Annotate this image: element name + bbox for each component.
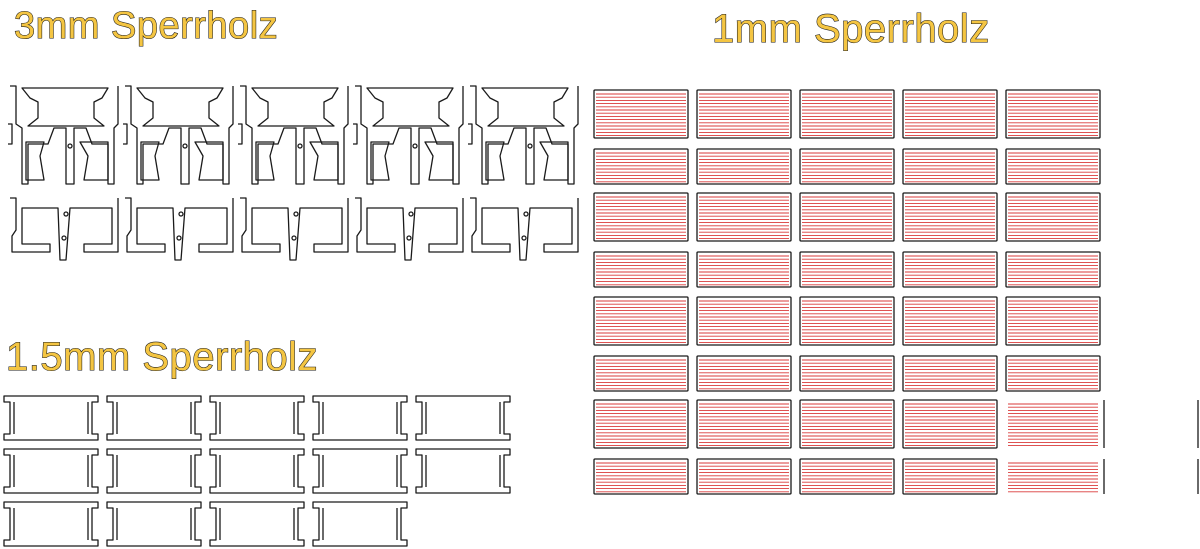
hatched-plate-icon — [799, 458, 895, 495]
chair-seat-part-icon — [353, 85, 464, 185]
hatched-plate-icon — [1005, 251, 1101, 288]
label-1-5mm-plywood: 1.5mm Sperrholz — [6, 335, 318, 379]
hatched-plate-icon — [902, 399, 998, 449]
i-frame-part-icon — [209, 501, 305, 547]
hatched-plate-icon — [1008, 459, 1105, 494]
i-frame-part-icon — [415, 448, 511, 494]
chair-leg-part-icon — [240, 197, 349, 261]
chair-seat-part-icon — [8, 85, 119, 185]
hatched-plate-icon — [696, 148, 792, 185]
hatched-plate-icon — [696, 458, 792, 495]
i-frame-part-icon — [106, 448, 202, 494]
hatched-plate-icon — [799, 355, 895, 392]
hatched-plate-icon — [593, 89, 689, 139]
hatched-plate-icon — [799, 89, 895, 139]
i-frame-part-icon — [3, 395, 99, 441]
hatched-plate-icon — [799, 192, 895, 242]
chair-leg-part-icon — [355, 197, 464, 261]
hatched-plate-icon — [902, 192, 998, 242]
hatched-plate-icon — [696, 399, 792, 449]
hatched-plate-icon — [593, 399, 689, 449]
hatched-plate-icon — [902, 355, 998, 392]
i-frame-part-icon — [3, 501, 99, 547]
chair-seat-part-icon — [468, 85, 579, 185]
chair-leg-part-icon — [470, 197, 579, 261]
i-frame-part-icon — [312, 501, 408, 547]
hatched-plate-icon — [593, 148, 689, 185]
i-frame-part-icon — [209, 395, 305, 441]
plates-1mm-group — [593, 89, 1199, 495]
hatched-plate-icon — [1005, 355, 1101, 392]
chair-seat-part-icon — [238, 85, 349, 185]
hatched-plate-icon — [696, 192, 792, 242]
hatched-plate-icon — [799, 251, 895, 288]
hatched-plate-icon — [1005, 296, 1101, 346]
hatched-plate-icon — [696, 355, 792, 392]
label-1mm-plywood: 1mm Sperrholz — [712, 7, 990, 51]
frames-1-5mm-group — [3, 395, 511, 547]
hatched-plate-icon — [799, 296, 895, 346]
i-frame-part-icon — [209, 448, 305, 494]
label-3mm-plywood: 3mm Sperrholz — [14, 5, 278, 47]
hatched-plate-icon — [593, 458, 689, 495]
chair-seat-part-icon — [123, 85, 234, 185]
i-frame-part-icon — [106, 395, 202, 441]
hatched-plate-icon — [799, 148, 895, 185]
hatched-plate-icon — [1005, 148, 1101, 185]
hatched-plate-icon — [902, 458, 998, 495]
hatched-plate-icon — [902, 148, 998, 185]
i-frame-part-icon — [312, 395, 408, 441]
i-frame-part-icon — [106, 501, 202, 547]
hatched-plate-icon — [593, 251, 689, 288]
hatched-plate-icon — [593, 296, 689, 346]
chair-leg-part-icon — [125, 197, 234, 261]
hatched-plate-icon — [902, 251, 998, 288]
i-frame-part-icon — [3, 448, 99, 494]
hatched-plate-icon — [799, 399, 895, 449]
hatched-plate-icon — [696, 251, 792, 288]
hatched-plate-icon — [593, 355, 689, 392]
chair-leg-part-icon — [10, 197, 119, 261]
hatched-plate-icon — [1005, 89, 1101, 139]
hatched-plate-icon — [696, 296, 792, 346]
hatched-plate-icon — [1005, 192, 1101, 242]
hatched-plate-icon — [696, 89, 792, 139]
i-frame-part-icon — [415, 395, 511, 441]
hatched-plate-icon — [593, 192, 689, 242]
parts-3mm-group — [8, 85, 579, 261]
hatched-plate-icon — [1008, 400, 1105, 448]
i-frame-part-icon — [312, 448, 408, 494]
hatched-plate-icon — [902, 296, 998, 346]
hatched-plate-icon — [902, 89, 998, 139]
